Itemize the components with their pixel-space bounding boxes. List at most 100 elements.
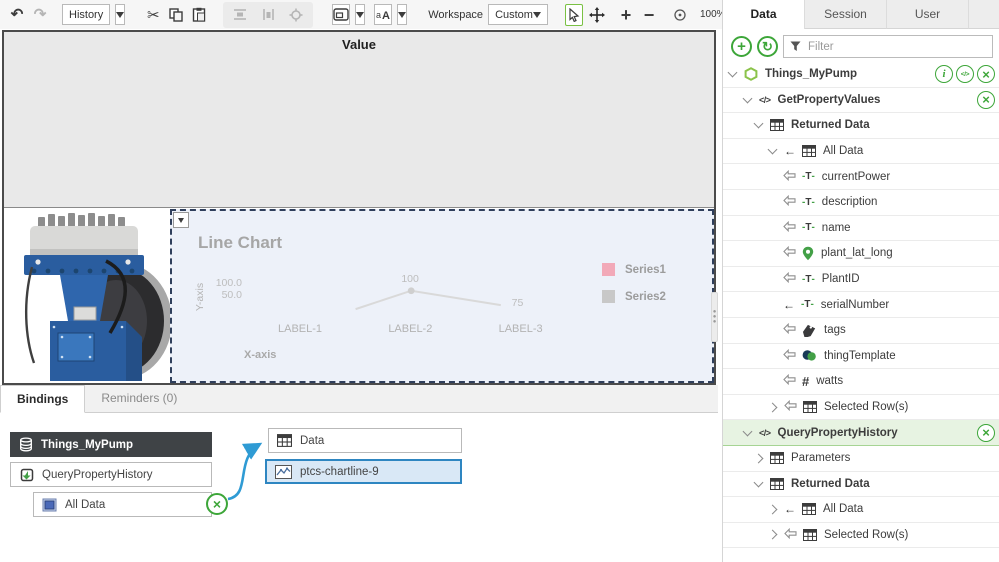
tree-label: Selected Row(s) bbox=[824, 528, 909, 541]
tab-user[interactable]: User bbox=[887, 0, 969, 29]
tree-row[interactable]: tags bbox=[723, 318, 999, 344]
tree-row[interactable]: Parameters bbox=[723, 446, 999, 472]
widget-dropdown-button[interactable] bbox=[173, 212, 189, 228]
infotable-icon bbox=[770, 477, 784, 490]
pan-tool-icon[interactable] bbox=[588, 5, 606, 25]
tree-row[interactable]: ←-T-serialNumber bbox=[723, 292, 999, 318]
filter-input[interactable] bbox=[783, 35, 993, 58]
tree-label: All Data bbox=[823, 145, 864, 158]
tree-row[interactable]: ←All Data bbox=[723, 139, 999, 165]
info-icon[interactable]: i bbox=[935, 65, 953, 84]
tree-row[interactable]: Returned Data bbox=[723, 472, 999, 498]
bindable-arrow-icon bbox=[784, 527, 797, 542]
paste-icon[interactable] bbox=[190, 5, 208, 25]
x-category-label: LABEL-3 bbox=[498, 323, 543, 336]
tree-row[interactable]: Returned Data bbox=[723, 113, 999, 139]
chart-plot bbox=[355, 287, 501, 311]
tree-row[interactable]: -T-currentPower bbox=[723, 164, 999, 190]
tree-label: watts bbox=[816, 375, 844, 388]
tab-reminders[interactable]: Reminders (0) bbox=[101, 391, 178, 405]
container-layout-icon[interactable] bbox=[332, 4, 351, 25]
value-display-widget[interactable]: Value bbox=[4, 32, 714, 208]
tree-label: plant_lat_long bbox=[821, 247, 893, 260]
expander-icon[interactable] bbox=[753, 119, 764, 129]
zoom-out-icon[interactable]: − bbox=[643, 4, 655, 25]
distribute-horizontal-icon[interactable] bbox=[231, 5, 249, 25]
remove-icon[interactable]: × bbox=[977, 65, 995, 84]
tree-row[interactable]: </>QueryPropertyHistory× bbox=[723, 420, 999, 446]
tree-row[interactable]: -T-PlantID bbox=[723, 267, 999, 293]
localization-dropdown[interactable] bbox=[397, 4, 408, 25]
workspace-select[interactable]: Custom bbox=[488, 4, 548, 25]
expander-icon[interactable] bbox=[767, 144, 778, 155]
tree-row[interactable]: Selected Row(s) bbox=[723, 523, 999, 549]
expander-icon[interactable] bbox=[767, 402, 778, 412]
database-icon bbox=[19, 437, 33, 452]
pump-image[interactable] bbox=[4, 209, 172, 383]
snap-icon[interactable] bbox=[287, 5, 305, 25]
data-panel: Data Session User + ↻ Things_MyPumpi</>×… bbox=[722, 0, 999, 562]
expander-icon[interactable] bbox=[753, 477, 764, 488]
tree-row[interactable]: </>GetPropertyValues× bbox=[723, 88, 999, 114]
cut-icon[interactable]: ✂ bbox=[146, 6, 160, 24]
binding-source-thing[interactable]: Things_MyPump bbox=[10, 432, 212, 457]
history-dropdown[interactable]: History bbox=[62, 4, 111, 25]
refresh-icon[interactable]: ↻ bbox=[757, 36, 778, 57]
zoom-reset-icon[interactable] bbox=[671, 5, 689, 25]
tree-row[interactable]: plant_lat_long bbox=[723, 241, 999, 267]
binding-source-alldata[interactable]: All Data bbox=[33, 492, 212, 517]
text-property-icon: -T- bbox=[802, 222, 815, 234]
expander-icon[interactable] bbox=[742, 93, 753, 104]
distribute-vertical-icon[interactable] bbox=[259, 5, 277, 25]
data-point-label: 100 bbox=[401, 273, 419, 286]
select-tool-icon[interactable] bbox=[564, 3, 583, 26]
location-pin-icon bbox=[802, 246, 814, 261]
history-dropdown-arrow[interactable] bbox=[115, 4, 126, 25]
tree-label: GetPropertyValues bbox=[777, 93, 881, 106]
undo-icon[interactable]: ↶ bbox=[10, 6, 24, 23]
text-property-icon: -T- bbox=[802, 171, 815, 183]
tree-label: Returned Data bbox=[791, 477, 870, 490]
legend-series-name: Series1 bbox=[625, 263, 666, 276]
filter-funnel-icon bbox=[790, 41, 801, 51]
thing-template-icon bbox=[802, 349, 817, 362]
copy-icon[interactable] bbox=[167, 5, 185, 25]
service-code-icon: </> bbox=[759, 427, 771, 438]
tree-row[interactable]: -T-name bbox=[723, 216, 999, 242]
remove-icon[interactable]: × bbox=[977, 90, 995, 109]
expander-icon[interactable] bbox=[767, 504, 778, 515]
tree-row[interactable]: ←All Data bbox=[723, 497, 999, 523]
panel-resize-handle[interactable]: ●●● bbox=[711, 292, 718, 342]
binding-target-property[interactable]: Data bbox=[268, 428, 462, 453]
remove-icon[interactable]: × bbox=[977, 423, 995, 442]
tab-session[interactable]: Session bbox=[805, 0, 887, 29]
edit-service-icon[interactable]: </> bbox=[956, 65, 974, 84]
infotable-icon bbox=[42, 498, 57, 512]
binding-target-widget[interactable]: ptcs-chartline-9 bbox=[265, 459, 462, 484]
container-layout-dropdown[interactable] bbox=[355, 4, 366, 25]
remove-binding-icon[interactable]: × bbox=[206, 493, 228, 515]
tree-row[interactable]: thingTemplate bbox=[723, 344, 999, 370]
tree-label: Parameters bbox=[791, 452, 851, 465]
expander-icon[interactable] bbox=[727, 67, 738, 78]
tree-row[interactable]: -T-description bbox=[723, 190, 999, 216]
zoom-in-icon[interactable]: + bbox=[620, 4, 632, 25]
expander-icon[interactable] bbox=[767, 530, 778, 540]
tab-data[interactable]: Data bbox=[723, 0, 805, 29]
expander-icon[interactable] bbox=[753, 453, 764, 464]
svg-text:a: a bbox=[376, 10, 381, 20]
binding-source-service[interactable]: QueryPropertyHistory bbox=[10, 462, 212, 487]
chart-title: Line Chart bbox=[198, 233, 283, 252]
infotable-icon bbox=[802, 503, 816, 516]
redo-icon[interactable]: ↷ bbox=[33, 6, 47, 23]
value-widget-label: Value bbox=[342, 37, 376, 52]
tree-row[interactable]: Selected Row(s) bbox=[723, 395, 999, 421]
tree-row[interactable]: #watts bbox=[723, 369, 999, 395]
expander-icon[interactable] bbox=[742, 426, 753, 437]
add-data-icon[interactable]: + bbox=[731, 36, 752, 57]
tab-bindings[interactable]: Bindings bbox=[0, 385, 86, 413]
